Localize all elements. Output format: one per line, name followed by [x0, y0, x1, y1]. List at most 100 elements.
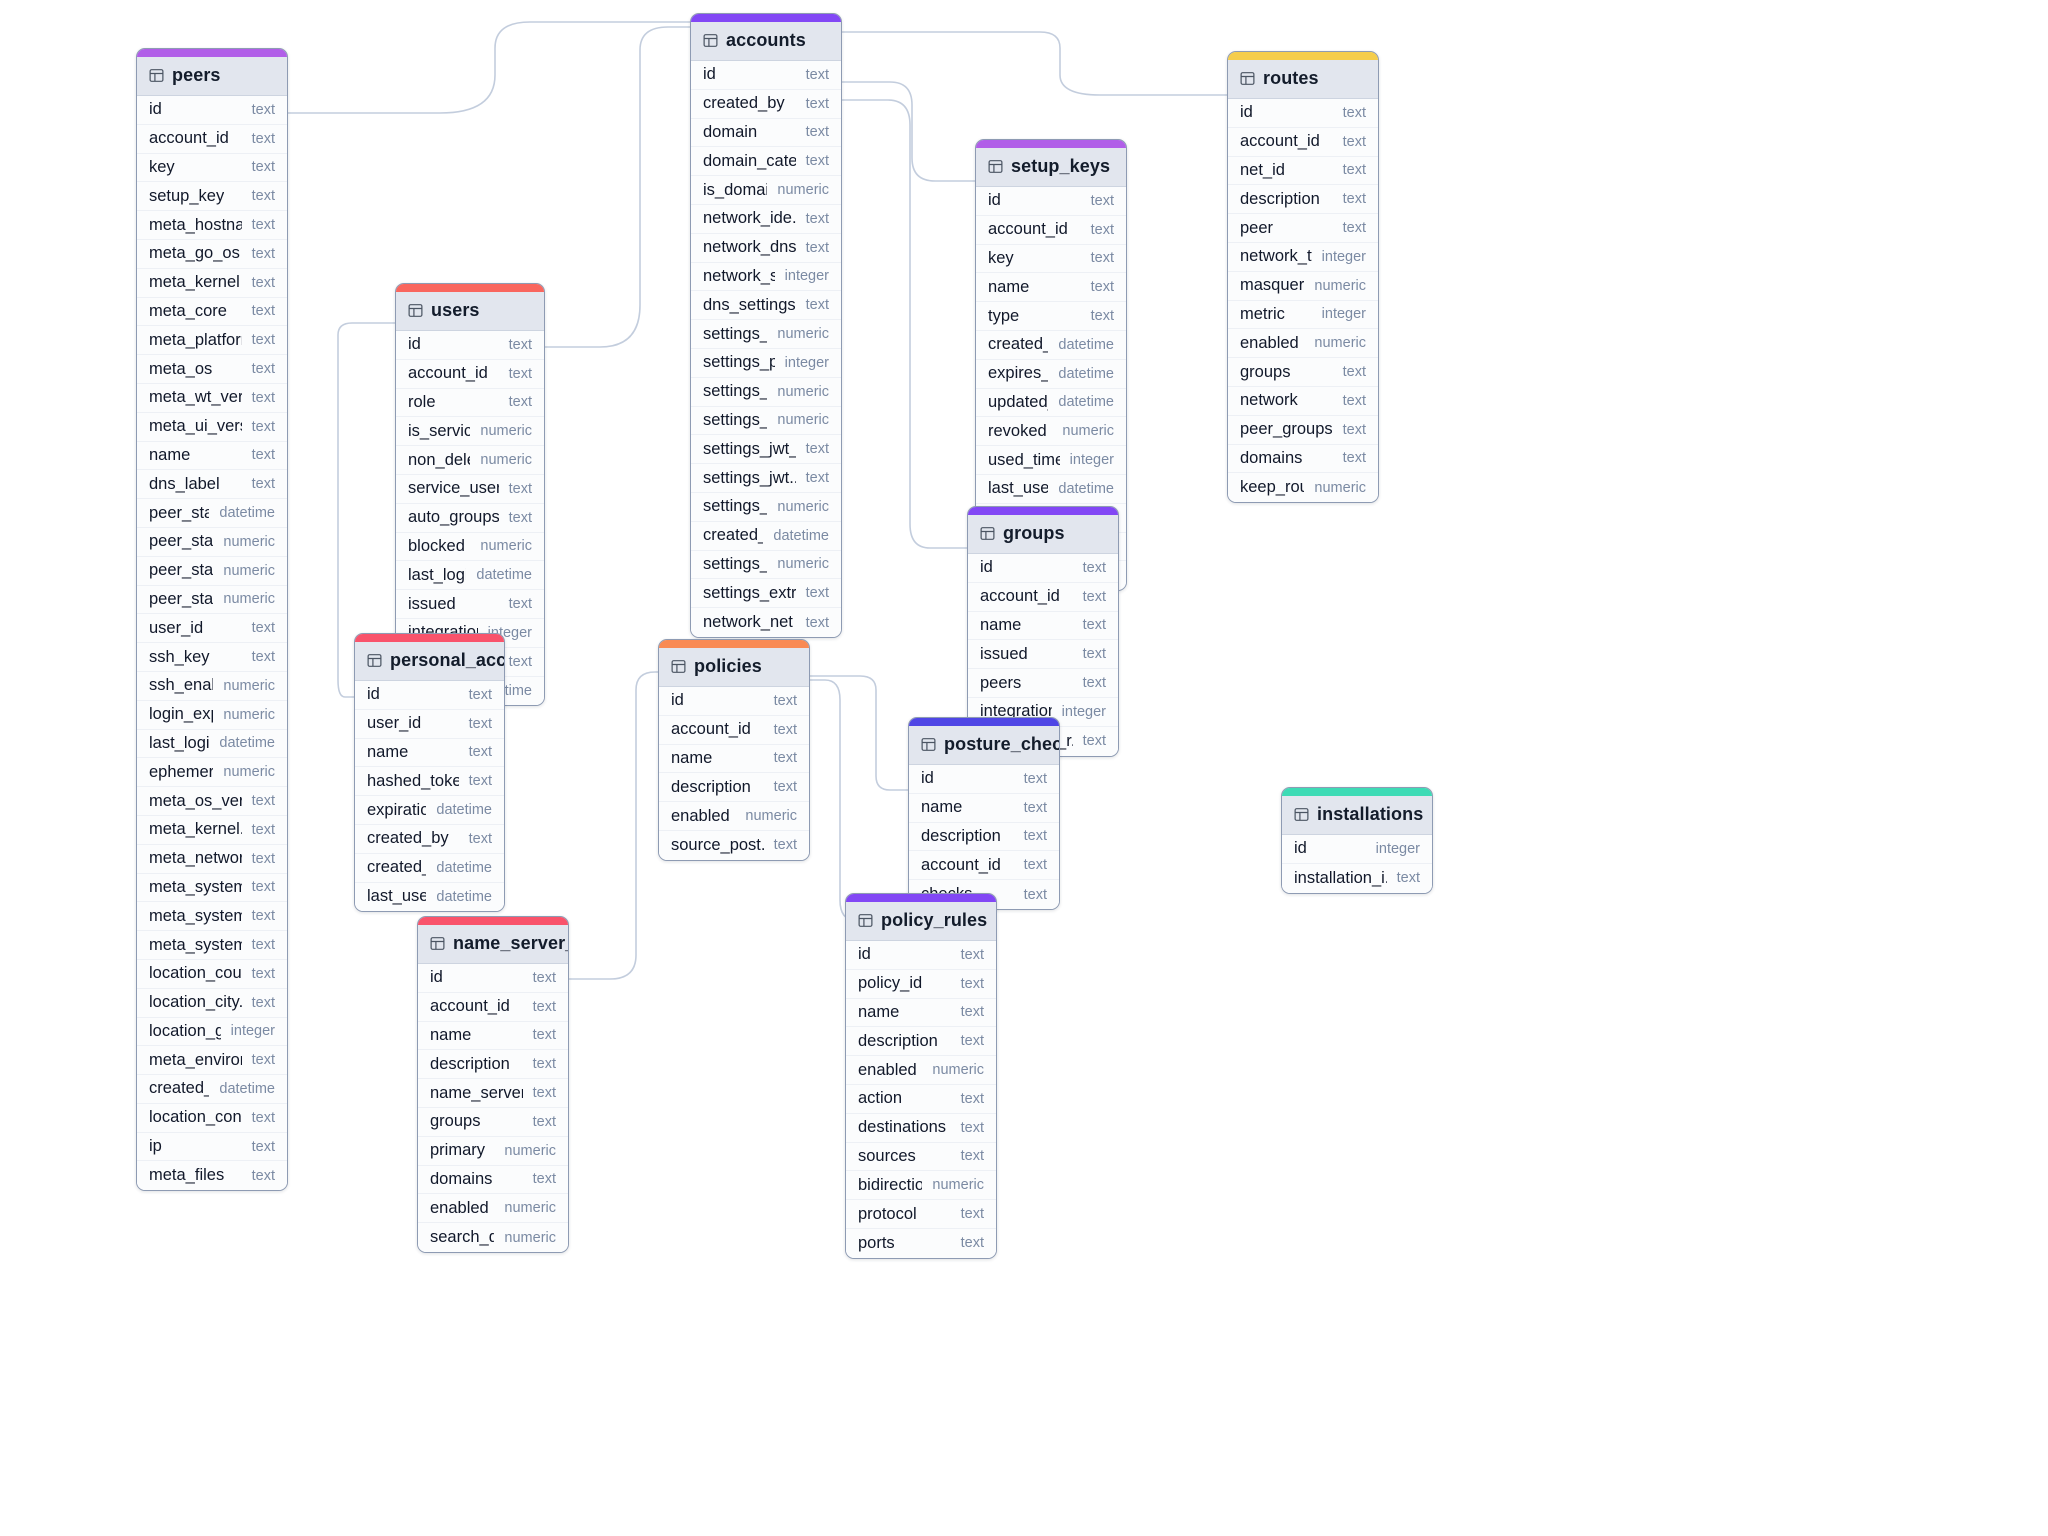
- table-row[interactable]: is_service_us...numeric: [396, 417, 544, 447]
- table-row[interactable]: meta_system...text: [137, 873, 287, 903]
- table-row[interactable]: keep_routenumeric: [1228, 473, 1378, 503]
- table-row[interactable]: meta_kernel...text: [137, 815, 287, 845]
- table-node-name_server_groups[interactable]: name_server_groupsidtextaccount_idtextna…: [417, 916, 569, 1253]
- table-row[interactable]: meta_environ...text: [137, 1046, 287, 1076]
- table-node-installations[interactable]: installationsidintegerinstallation_i...t…: [1281, 787, 1433, 894]
- table-row[interactable]: dns_settings...text: [691, 291, 841, 321]
- table-row[interactable]: settings_jwt...text: [691, 464, 841, 493]
- table-row[interactable]: settings_gro...numeric: [691, 377, 841, 407]
- table-row[interactable]: domain_cate...text: [691, 147, 841, 177]
- table-row[interactable]: updated_atdatetime: [976, 388, 1126, 418]
- table-row[interactable]: meta_ui_vers...text: [137, 412, 287, 442]
- table-header-personal_access_tokens[interactable]: personal_access_tokens: [355, 642, 504, 681]
- table-row[interactable]: network_typeinteger: [1228, 242, 1378, 272]
- table-row[interactable]: created_atdatetime: [355, 853, 504, 883]
- table-header-policy_rules[interactable]: policy_rules: [846, 902, 996, 941]
- table-row[interactable]: meta_hostna...text: [137, 211, 287, 240]
- table-row[interactable]: location_cou...text: [137, 959, 287, 989]
- table-row[interactable]: ephemeralnumeric: [137, 758, 287, 788]
- table-row[interactable]: peer_status_...numeric: [137, 527, 287, 557]
- table-row[interactable]: meta_system...text: [137, 902, 287, 932]
- table-row[interactable]: service_user...text: [396, 474, 544, 504]
- table-row[interactable]: created_atdatetime: [976, 330, 1126, 360]
- table-row[interactable]: network_ide...text: [691, 204, 841, 234]
- table-row[interactable]: peer_status_...numeric: [137, 556, 287, 586]
- table-row[interactable]: meta_networ...text: [137, 844, 287, 874]
- table-row[interactable]: settings_jwt_...numeric: [691, 406, 841, 436]
- table-row[interactable]: expires_atdatetime: [976, 359, 1126, 389]
- table-row[interactable]: login_expirati...numeric: [137, 700, 287, 730]
- table-row[interactable]: is_domain_pr...numeric: [691, 176, 841, 205]
- table-row[interactable]: location_city...text: [137, 988, 287, 1018]
- table-row[interactable]: meta_os_ver...text: [137, 787, 287, 816]
- table-header-installations[interactable]: installations: [1282, 796, 1432, 835]
- table-header-accounts[interactable]: accounts: [691, 22, 841, 61]
- table-row[interactable]: settings_jwt_...text: [691, 435, 841, 465]
- table-row[interactable]: meta_system...text: [137, 931, 287, 960]
- table-node-personal_access_tokens[interactable]: personal_access_tokensidtextuser_idtextn…: [354, 633, 505, 913]
- table-node-posture_checks[interactable]: posture_checksidtextnametextdescriptiont…: [908, 717, 1060, 910]
- table-row[interactable]: hashed_tokentext: [355, 767, 504, 797]
- table-header-routes[interactable]: routes: [1228, 60, 1378, 99]
- table-header-peers[interactable]: peers: [137, 57, 287, 96]
- table-row[interactable]: last_logindatetime: [396, 561, 544, 591]
- table-row[interactable]: created_atdatetime: [691, 521, 841, 551]
- table-header-policies[interactable]: policies: [659, 648, 809, 687]
- table-row[interactable]: last_useddatetime: [976, 474, 1126, 504]
- table-row[interactable]: source_post...text: [659, 830, 809, 860]
